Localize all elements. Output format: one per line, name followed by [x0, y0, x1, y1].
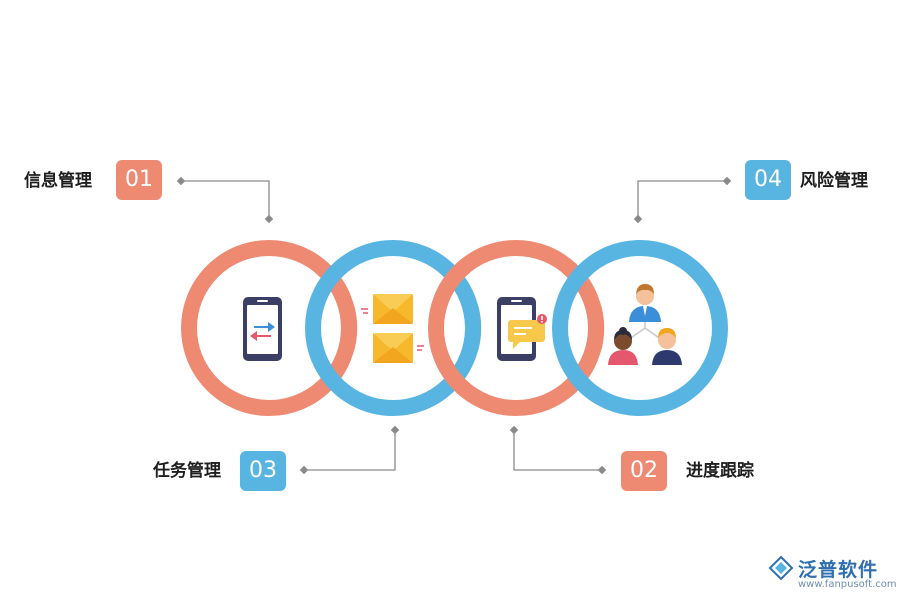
connectors [181, 180, 727, 471]
logo-url: www.fanpusoft.com [798, 579, 897, 590]
brand-logo: 泛普软件 www.fanpusoft.com [768, 555, 897, 595]
label-03: 任务管理 [153, 461, 221, 481]
badge-03: 03 [240, 451, 286, 491]
connector-01 [181, 180, 270, 219]
logo-name: 泛普软件 [798, 559, 879, 581]
phone-message-icon [497, 297, 547, 361]
badge-01: 01 [116, 160, 162, 200]
connector-03 [304, 430, 396, 471]
phone-transfer-icon [243, 297, 282, 361]
connector-04 [637, 180, 727, 219]
label-04: 风险管理 [800, 171, 868, 191]
connector-02 [513, 430, 602, 471]
logo-mark-icon [768, 555, 794, 581]
label-01: 信息管理 [24, 171, 92, 191]
team-people-icon [608, 284, 682, 365]
envelopes-icon [361, 294, 424, 363]
badge-02: 02 [621, 451, 667, 491]
badge-04: 04 [745, 160, 791, 200]
label-02: 进度跟踪 [686, 461, 754, 481]
ring-4 [552, 240, 728, 416]
